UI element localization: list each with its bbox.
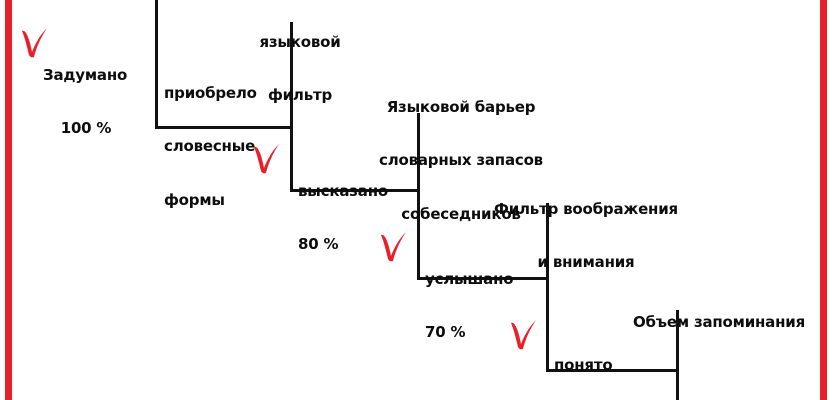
header-memory-volume-line1: Объем запоминания [632,313,806,332]
stair-riser-1 [155,0,158,129]
checkmark-icon-conceived [20,26,50,60]
header-vocabulary-barrier: Языковой барьер словарных запасов собесе… [366,64,556,259]
step-label-spoken-text: высказано [298,182,388,201]
checkmark-icon-heard [379,230,409,264]
checkmark-icon-understood [509,318,539,352]
step-label-conceived: Задумано 100 % [43,32,163,174]
step-label-heard-text: услышано [425,270,514,289]
step-label-verbal-form: приобрело словесные формы [164,50,294,245]
step-label-heard: услышано 70 % [425,236,545,378]
right-red-rule [820,0,827,400]
stair-riser-2 [290,22,293,192]
step-label-remained: осталось [684,382,814,400]
step-label-understood-text: понято [554,356,613,375]
step-label-verbal-form-line2: словесные [164,137,256,156]
left-red-rule [5,0,12,400]
header-imagination-filter: Фильтр воображения и внимания [486,166,686,308]
checkmark-icon-spoken [252,142,282,176]
header-imagination-filter-line1: Фильтр воображения [494,200,678,219]
step-label-conceived-text: Задумано [43,66,128,85]
step-label-understood: понято 60 % [554,322,674,400]
stair-riser-4 [546,203,549,372]
header-vocabulary-barrier-line1: Языковой барьер [386,98,536,117]
stair-riser-5 [676,310,679,400]
header-imagination-filter-line2: и внимания [537,253,635,272]
step-label-conceived-percent: 100 % [60,119,112,138]
step-label-heard-percent: 70 % [425,323,466,342]
step-label-spoken-percent: 80 % [298,235,339,254]
header-vocabulary-barrier-line3: собеседников [401,204,521,223]
stair-tread-4 [546,369,677,372]
header-memory-volume: Объем запоминания [614,279,824,367]
stair-tread-2 [290,189,418,192]
step-label-spoken: высказано 80 % [298,148,418,290]
step-label-verbal-form-line3: формы [164,190,225,209]
header-vocabulary-barrier-line2: словарных запасов [379,151,543,170]
header-language-filter-line2: фильтр [267,86,333,105]
stair-riser-3 [417,113,420,280]
step-label-verbal-form-line1: приобрело [164,84,257,103]
stair-tread-1 [155,126,293,129]
header-language-filter: языковой фильтр [240,0,360,141]
header-language-filter-line1: языковой [259,33,341,52]
stair-tread-3 [417,277,547,280]
